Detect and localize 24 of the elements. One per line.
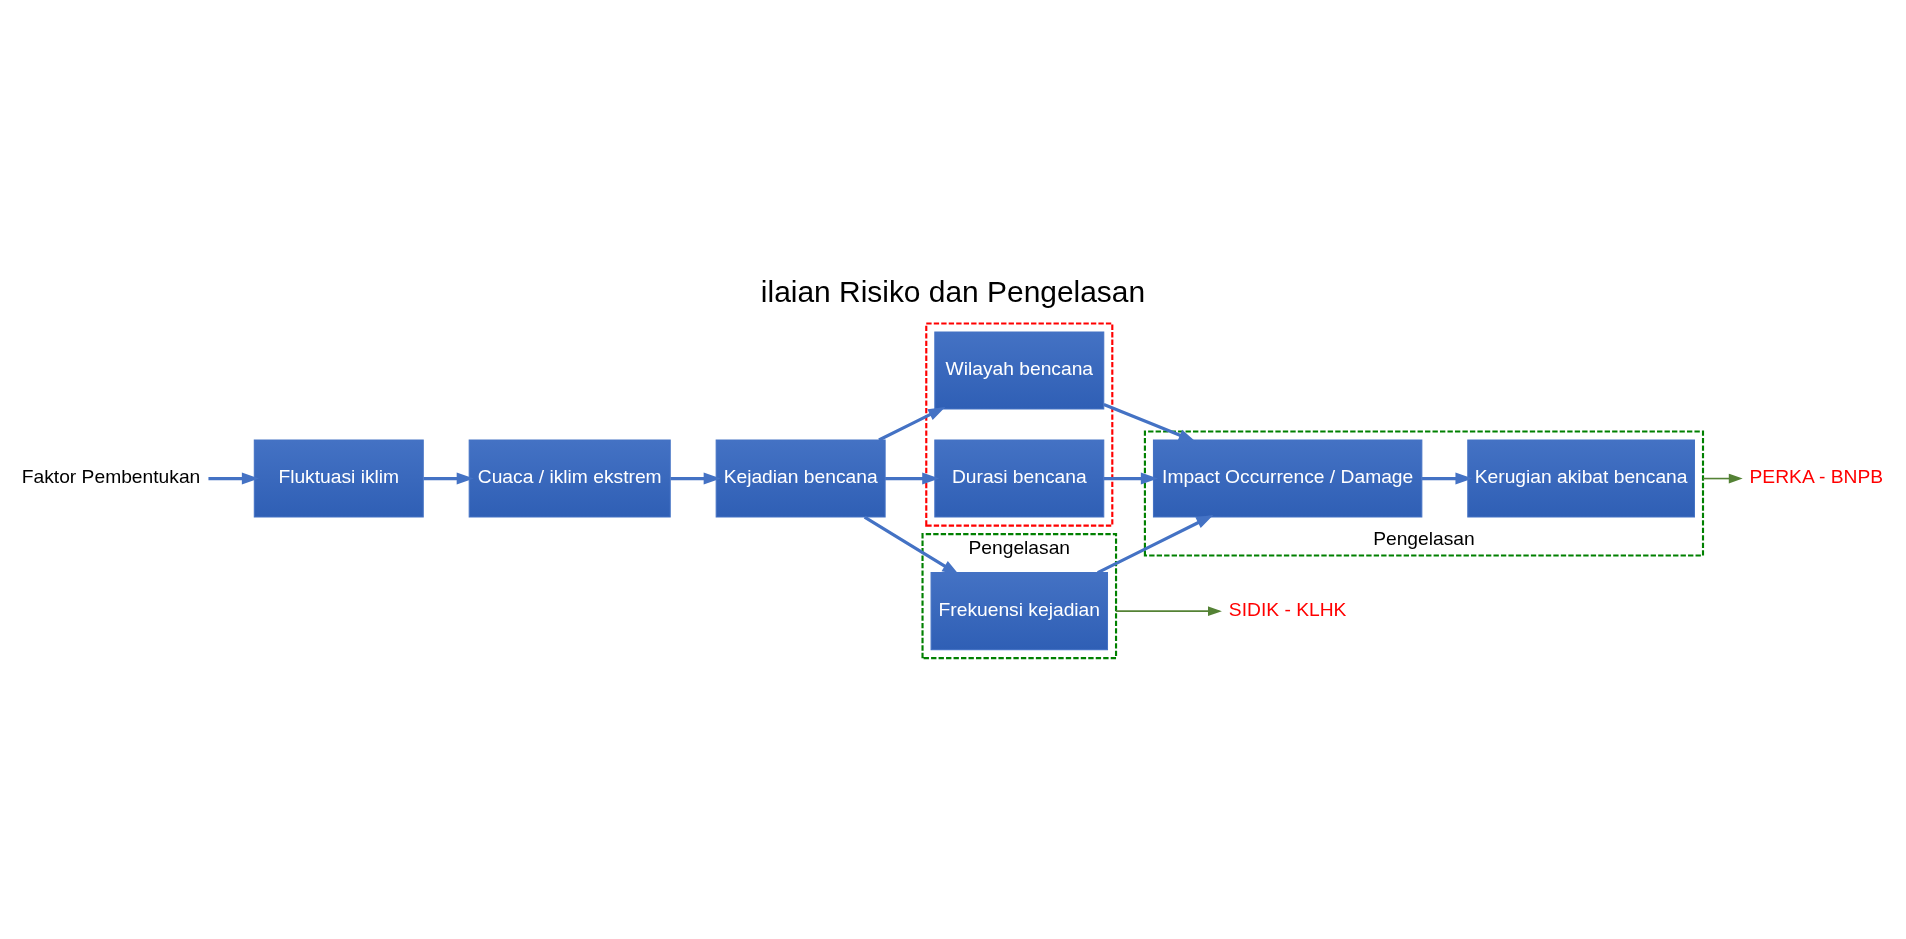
arrow [1103,402,1196,442]
arrow [208,472,259,485]
node-box: Cuaca / iklim ekstrem [468,439,671,518]
node-box: Durasi bencana [934,439,1105,518]
node-text: Faktor Pembentukan [21,465,201,487]
diagram-title: ilaian Risiko dan Pengelasan [760,274,1146,307]
arrow [1702,473,1743,483]
node-box: Frekuensi kejadian [930,571,1109,650]
node-box: Kerugian akibat bencana [1467,439,1695,518]
node-box: Wilayah bencana [934,331,1105,410]
arrow [423,472,474,485]
arrow [863,515,960,575]
node-text: PERKA - BNPB [1749,465,1884,487]
node-box: Impact Occurrence / Damage [1152,439,1423,518]
node-text: SIDIK - KLHK [1228,598,1347,620]
arrow [878,406,946,441]
arrow [885,472,940,485]
arrow [1115,605,1222,616]
arrow [1097,514,1214,574]
arrow [1103,472,1158,485]
arrow [1422,472,1473,485]
node-box: Fluktuasi iklim [253,439,424,518]
node-box: Kejadian bencana [715,439,886,518]
arrow [670,472,721,485]
